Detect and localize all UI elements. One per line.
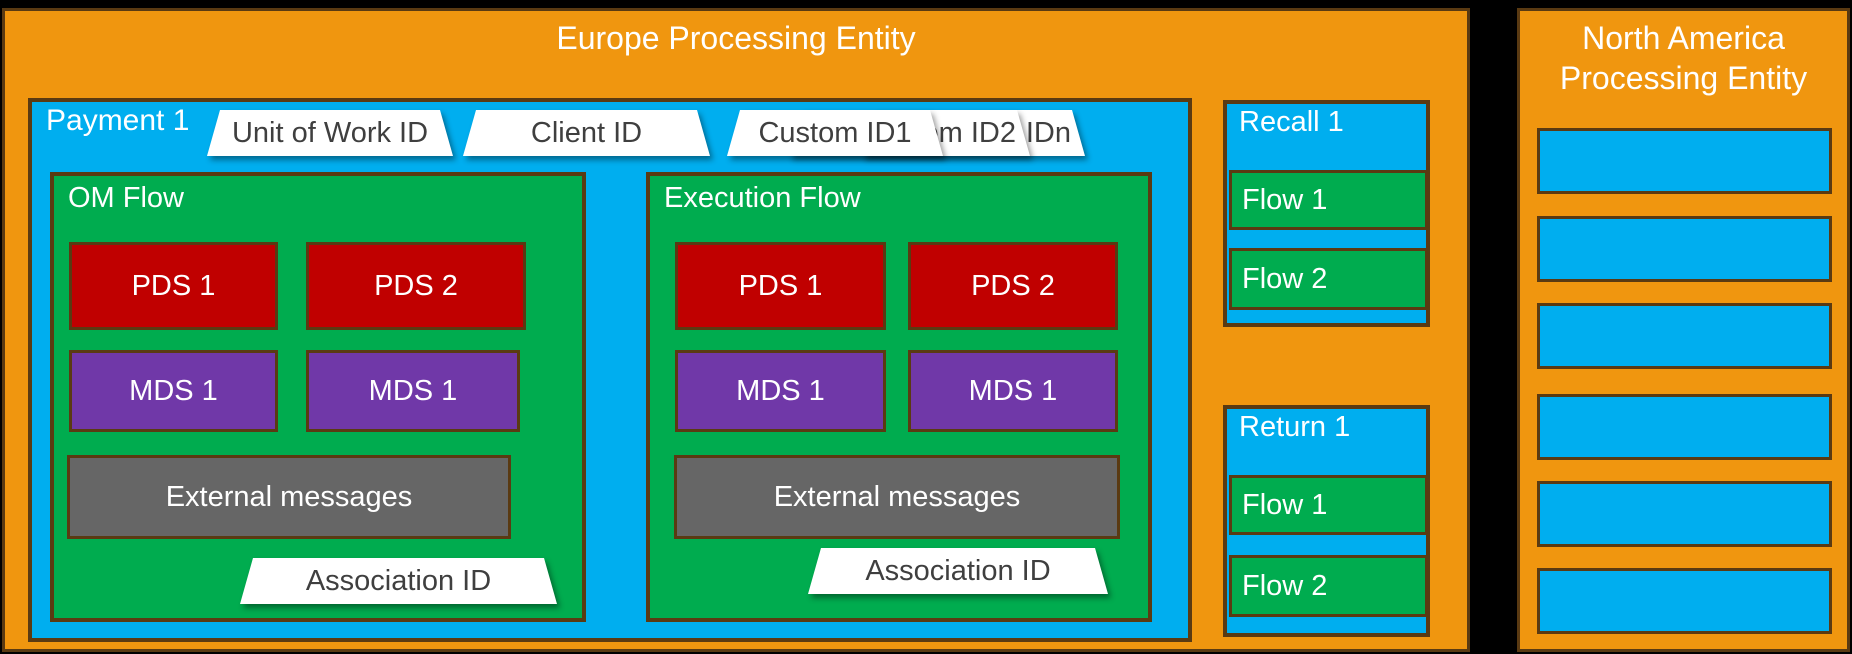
tag-custom-id1: Custom ID1 bbox=[727, 110, 943, 156]
recall-flow2-box: Flow 2 bbox=[1229, 248, 1428, 310]
na-slot-list bbox=[1520, 11, 1847, 649]
exec-mds1-box: MDS 1 bbox=[675, 350, 886, 432]
execution-flow-label: Execution Flow bbox=[664, 182, 861, 214]
exec-association-id-tag: Association ID bbox=[808, 548, 1108, 594]
exec-external-messages-box: External messages bbox=[674, 455, 1120, 539]
na-slot bbox=[1537, 303, 1832, 369]
north-america-title-line2: Processing Entity bbox=[1559, 60, 1808, 96]
na-slot bbox=[1537, 394, 1832, 460]
tag-client-id: Client ID bbox=[463, 110, 710, 156]
north-america-title: North America Processing Entity bbox=[1520, 18, 1847, 98]
om-flow-label: OM Flow bbox=[68, 182, 184, 214]
om-pds2-box: PDS 2 bbox=[306, 242, 526, 330]
om-mds2-box: MDS 1 bbox=[306, 350, 520, 432]
na-slot bbox=[1537, 568, 1832, 634]
execution-flow-box: Execution Flow PDS 1 PDS 2 MDS 1 MDS 1 E… bbox=[646, 172, 1152, 622]
return-flow1-box: Flow 1 bbox=[1229, 475, 1428, 535]
na-slot bbox=[1537, 481, 1832, 547]
recall-box: Recall 1 Flow 1 Flow 2 bbox=[1223, 100, 1430, 327]
na-slot bbox=[1537, 128, 1832, 194]
om-flow-box: OM Flow PDS 1 PDS 2 MDS 1 MDS 1 External… bbox=[50, 172, 586, 622]
recall-flow1-box: Flow 1 bbox=[1229, 170, 1428, 230]
na-slot bbox=[1537, 216, 1832, 282]
tag-unit-of-work-id-label: Unit of Work ID bbox=[207, 110, 453, 156]
europe-title: Europe Processing Entity bbox=[556, 20, 916, 56]
om-mds1-box: MDS 1 bbox=[69, 350, 278, 432]
payment-box: Payment 1 Unit of Work ID Client ID IDn … bbox=[28, 98, 1192, 642]
exec-association-id-label: Association ID bbox=[808, 548, 1108, 594]
payment-label: Payment 1 bbox=[46, 104, 190, 137]
om-association-id-label: Association ID bbox=[240, 558, 557, 604]
om-pds1-box: PDS 1 bbox=[69, 242, 278, 330]
exec-mds2-box: MDS 1 bbox=[908, 350, 1118, 432]
north-america-title-line1: North America bbox=[1582, 20, 1785, 56]
om-external-messages-box: External messages bbox=[67, 455, 511, 539]
return-box: Return 1 Flow 1 Flow 2 bbox=[1223, 405, 1430, 637]
north-america-entity: North America Processing Entity bbox=[1517, 8, 1850, 652]
exec-pds2-box: PDS 2 bbox=[908, 242, 1118, 330]
europe-entity: Europe Processing Entity Payment 1 Unit … bbox=[2, 8, 1470, 652]
tag-custom-id1-label: Custom ID1 bbox=[727, 110, 943, 156]
om-association-id-tag: Association ID bbox=[240, 558, 557, 604]
tag-unit-of-work-id: Unit of Work ID bbox=[207, 110, 453, 156]
recall-label: Recall 1 bbox=[1239, 106, 1344, 138]
exec-pds1-box: PDS 1 bbox=[675, 242, 886, 330]
return-flow2-box: Flow 2 bbox=[1229, 555, 1428, 617]
return-label: Return 1 bbox=[1239, 411, 1351, 443]
tag-client-id-label: Client ID bbox=[463, 110, 710, 156]
